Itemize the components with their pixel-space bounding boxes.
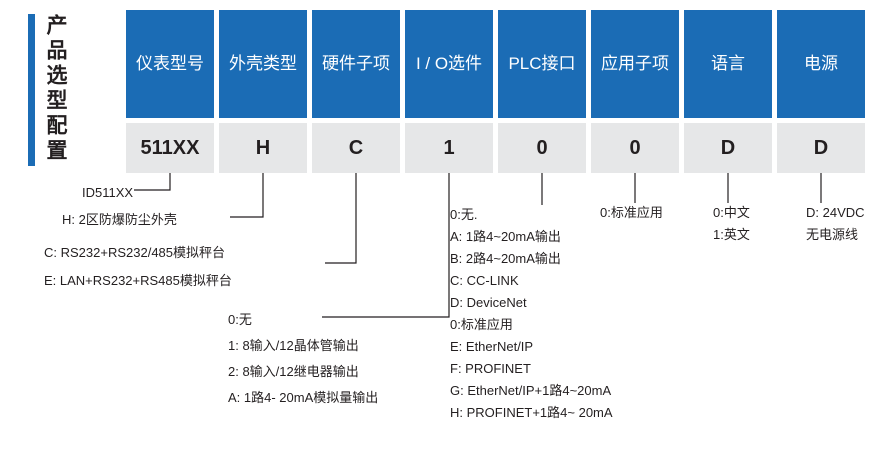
note-power-0: D: 24VDC [806,205,865,220]
column-header: 电源 [777,10,865,118]
column-header: 仪表型号 [126,10,214,118]
note-io-1: 1: 8输入/12晶体管输出 [228,338,359,353]
column-application: 应用子项 0 [591,10,679,173]
note-language-1: 1:英文 [713,227,750,242]
column-code: 0 [498,123,586,173]
note-enclosure: H: 2区防爆防尘外壳 [62,212,177,227]
column-hardware: 硬件子项 C [312,10,400,173]
leader-model [134,173,171,191]
note-io-0: 0:无 [228,312,252,327]
leader-hardware [325,173,357,264]
page-title-block: 产品选型配置 [28,14,98,174]
column-header: I / O选件 [405,10,493,118]
column-code: D [684,123,772,173]
column-code: C [312,123,400,173]
note-language-0: 0:中文 [713,205,750,220]
page-title: 产品选型配置 [44,14,67,164]
note-application: 0:标准应用 [600,205,663,220]
note-io-3: A: 1路4- 20mA模拟量输出 [228,390,379,405]
column-code: 1 [405,123,493,173]
column-header: 应用子项 [591,10,679,118]
note-model: ID511XX [82,185,134,200]
note-io-2: 2: 8输入/12继电器输出 [228,364,359,379]
column-header: PLC接口 [498,10,586,118]
column-power: 电源 D [777,10,865,173]
note-plc-9: H: PROFINET+1路4~ 20mA [450,405,613,420]
note-plc-0: 0:无. [450,207,478,222]
config-columns: 仪表型号 511XX 外壳类型 H 硬件子项 C I / O选件 1 PLC接口… [126,10,870,173]
note-plc-2: B: 2路4~20mA输出 [450,251,561,266]
column-code: H [219,123,307,173]
note-plc-3: C: CC-LINK [450,273,519,288]
column-code: 511XX [126,123,214,173]
column-io: I / O选件 1 [405,10,493,173]
column-language: 语言 D [684,10,772,173]
column-header: 外壳类型 [219,10,307,118]
leader-enclosure [230,173,264,218]
note-plc-1: A: 1路4~20mA输出 [450,229,561,244]
note-plc-4: D: DeviceNet [450,295,527,310]
title-accent-bar [28,14,35,166]
note-plc-6: E: EtherNet/IP [450,339,534,354]
column-code: D [777,123,865,173]
column-model: 仪表型号 511XX [126,10,214,173]
column-code: 0 [591,123,679,173]
note-plc-5: 0:标准应用 [450,317,513,332]
column-header: 语言 [684,10,772,118]
note-hardware-1: E: LAN+RS232+RS485模拟秤台 [44,273,232,288]
note-hardware-0: C: RS232+RS232/485模拟秤台 [44,245,226,260]
column-enclosure: 外壳类型 H [219,10,307,173]
column-plc: PLC接口 0 [498,10,586,173]
note-plc-8: G: EtherNet/IP+1路4~20mA [450,383,612,398]
column-header: 硬件子项 [312,10,400,118]
note-power-1: 无电源线 [806,227,859,242]
leader-io [322,173,450,318]
note-plc-7: F: PROFINET [450,361,531,376]
